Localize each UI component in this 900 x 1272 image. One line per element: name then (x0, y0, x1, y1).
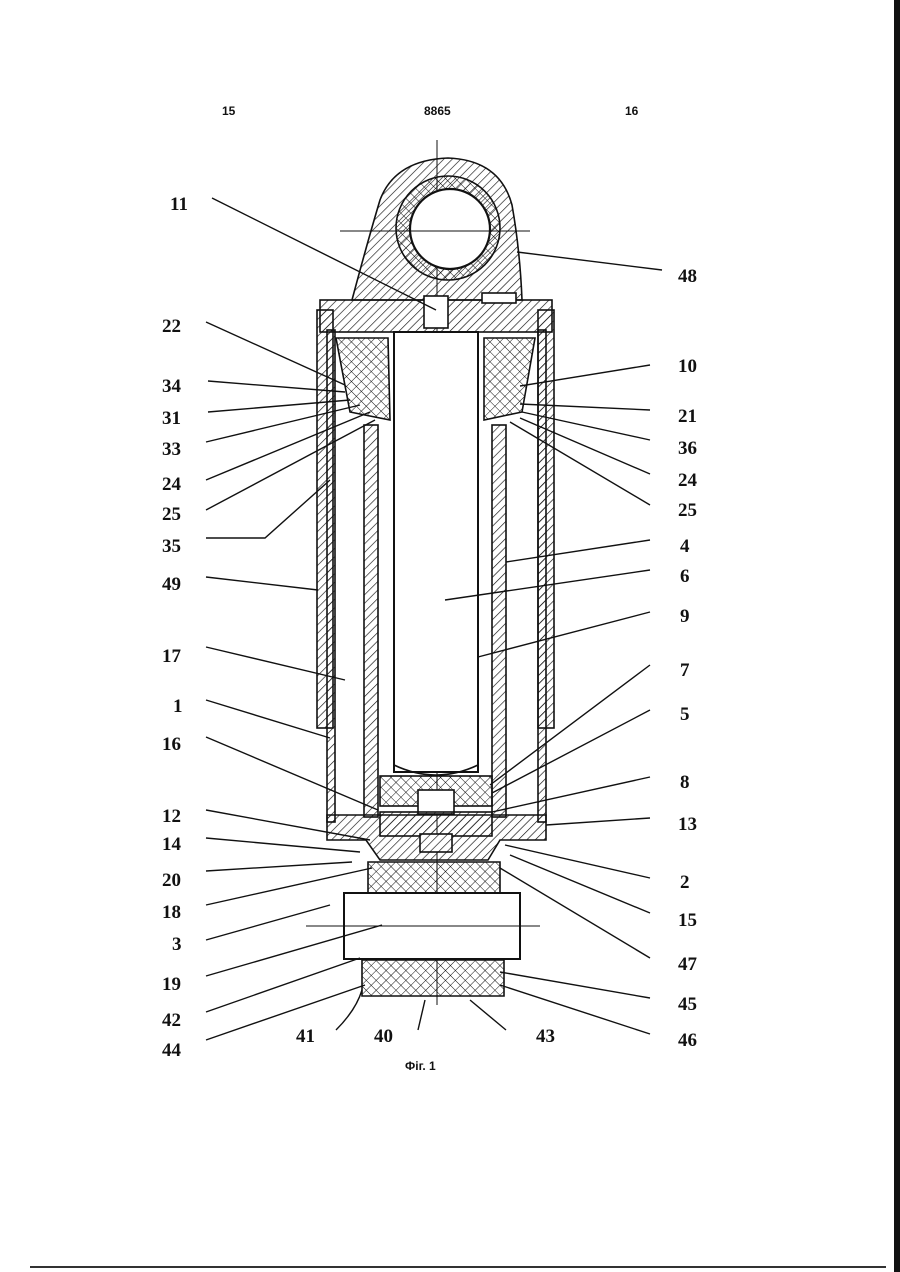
label-44: 44 (162, 1040, 182, 1061)
label-17: 17 (162, 646, 182, 667)
label-41: 41 (296, 1026, 315, 1047)
piston-rod (394, 332, 478, 772)
label-14: 14 (162, 834, 182, 855)
label-13: 13 (678, 814, 697, 835)
seal-left (336, 338, 390, 420)
inner-tube-right-wall (492, 425, 506, 817)
label-49: 49 (162, 574, 181, 595)
drawing-geometry (206, 140, 662, 1040)
lower-bushing-upper (368, 862, 500, 893)
label-20: 20 (162, 870, 181, 891)
label-12: 12 (162, 806, 181, 827)
inner-tube-left-wall (364, 425, 378, 817)
label-48: 48 (678, 266, 697, 287)
label-22: 22 (162, 316, 181, 337)
outer-tube-left-wall (327, 330, 335, 822)
top-eye-bore (410, 189, 490, 269)
lower-bushing-lower (362, 960, 504, 996)
scan-edge-bar (894, 0, 900, 1272)
label-6: 6 (680, 566, 690, 587)
label-47: 47 (678, 954, 698, 975)
label-3: 3 (172, 934, 182, 955)
label-21: 21 (678, 406, 697, 427)
label-1: 1 (173, 696, 183, 717)
label-42: 42 (162, 1010, 181, 1031)
label-35: 35 (162, 536, 181, 557)
label-5: 5 (680, 704, 690, 725)
label-18: 18 (162, 902, 181, 923)
label-9: 9 (680, 606, 690, 627)
label-8: 8 (680, 772, 690, 793)
seal-right (484, 338, 535, 420)
figure-caption: Фіг. 1 (405, 1059, 436, 1073)
label-33: 33 (162, 439, 181, 460)
label-40: 40 (374, 1026, 393, 1047)
label-43: 43 (536, 1026, 555, 1047)
label-2: 2 (680, 872, 690, 893)
label-34: 34 (162, 376, 182, 397)
label-10: 10 (678, 356, 697, 377)
label-31: 31 (162, 408, 181, 429)
label-25-right: 25 (678, 500, 697, 521)
label-19: 19 (162, 974, 181, 995)
label-4: 4 (680, 536, 690, 557)
label-36: 36 (678, 438, 697, 459)
bottom-rule (30, 1266, 886, 1268)
label-11: 11 (170, 194, 188, 215)
label-15: 15 (678, 910, 697, 931)
label-25-left: 25 (162, 504, 181, 525)
label-7: 7 (680, 660, 690, 681)
label-16: 16 (162, 734, 181, 755)
label-45: 45 (678, 994, 697, 1015)
label-24-right: 24 (678, 470, 698, 491)
label-24-left: 24 (162, 474, 182, 495)
label-46: 46 (678, 1030, 697, 1051)
